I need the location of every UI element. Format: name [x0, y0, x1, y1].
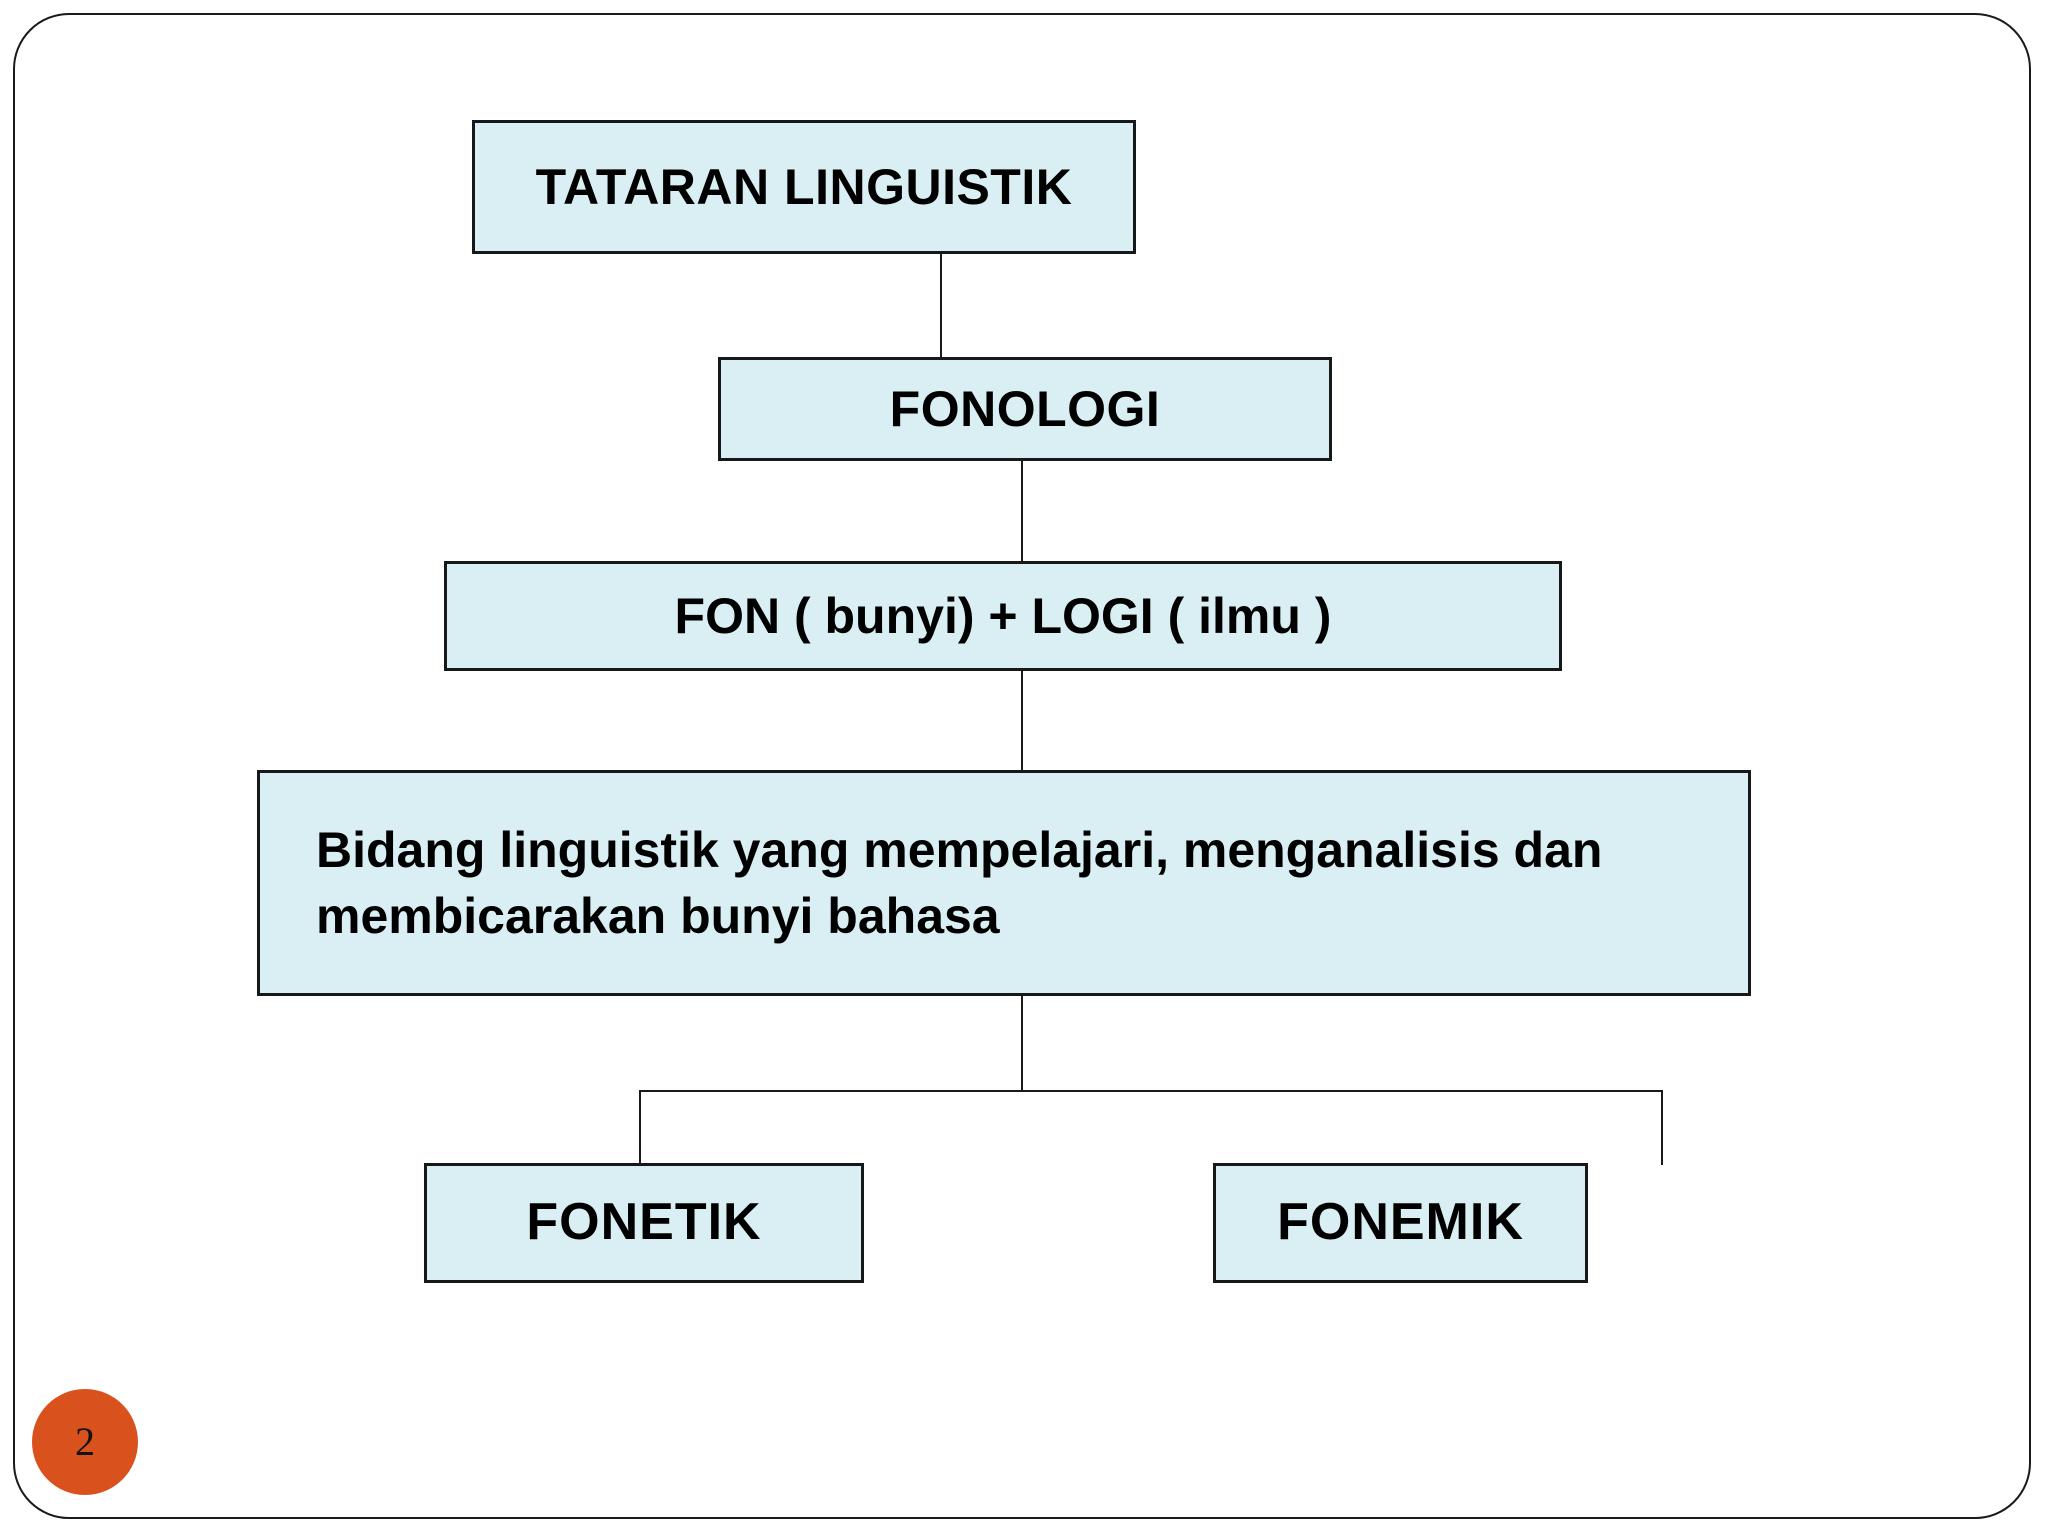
- connector-branch-to-fonetik: [639, 1090, 641, 1165]
- connector-tataran-to-fonologi: [940, 252, 942, 359]
- connector-fonlogi-to-definisi: [1021, 669, 1023, 772]
- connector-horizontal-bar: [639, 1090, 1663, 1092]
- node-fonologi-definition: Bidang linguistik yang mempelajari, meng…: [257, 770, 1751, 996]
- slide-frame-border: [13, 13, 2031, 1519]
- node-fonemik: FONEMIK: [1213, 1163, 1588, 1283]
- connector-branch-to-fonemik: [1661, 1090, 1663, 1165]
- connector-fonologi-to-fonlogi: [1021, 459, 1023, 563]
- node-fonetik: FONETIK: [424, 1163, 864, 1283]
- node-fon-logi-etymology: FON ( bunyi) + LOGI ( ilmu ): [444, 561, 1562, 671]
- connector-definisi-to-split: [1021, 994, 1023, 1092]
- node-fonologi: FONOLOGI: [718, 357, 1332, 461]
- page-number-badge: 2: [32, 1389, 138, 1495]
- node-tataran-linguistik: TATARAN LINGUISTIK: [472, 120, 1136, 254]
- page-number-label: 2: [75, 1419, 95, 1464]
